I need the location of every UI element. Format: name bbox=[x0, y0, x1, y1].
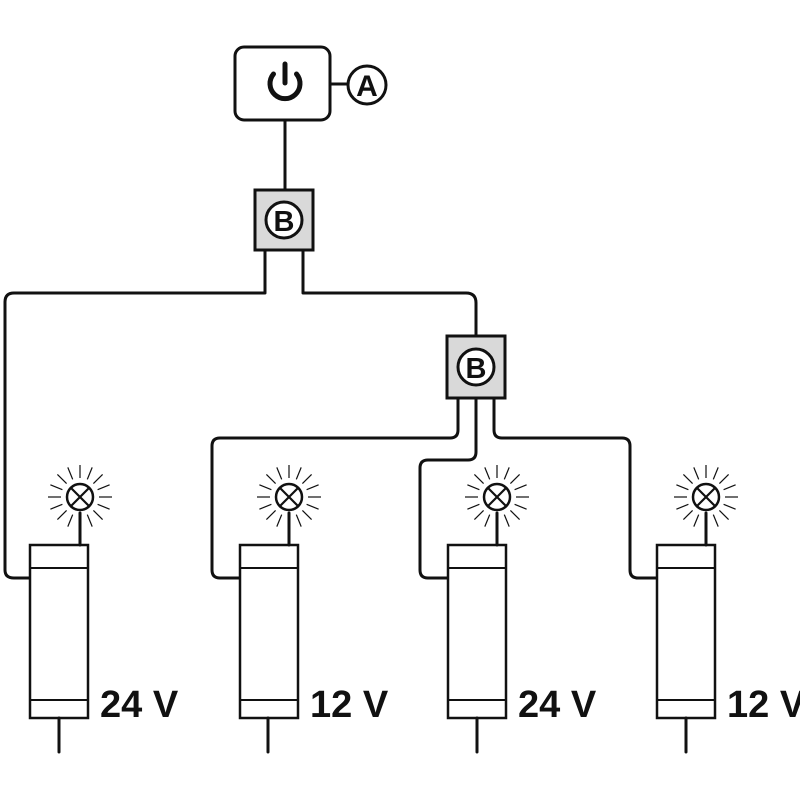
splitter-2: B bbox=[445, 334, 507, 400]
splitter-1-circle bbox=[264, 200, 304, 240]
wire-splitter-2-to-driver-3 bbox=[418, 396, 478, 580]
wire-splitter-2-to-driver-2 bbox=[210, 396, 460, 580]
lamp-icon bbox=[674, 465, 738, 529]
callout-a-label: A bbox=[356, 70, 378, 103]
callout-a-circle bbox=[346, 64, 388, 106]
driver-1-body bbox=[28, 543, 90, 720]
lamp-icon bbox=[257, 465, 321, 529]
switch-box bbox=[233, 45, 332, 122]
driver-4: 12 V bbox=[655, 465, 800, 754]
splitter-1-label: B bbox=[274, 206, 295, 238]
driver-1-voltage: 24 V bbox=[100, 684, 179, 726]
wires bbox=[3, 118, 659, 580]
splitter-2-circle bbox=[456, 347, 496, 387]
wire-splitter-1-to-driver-1 bbox=[3, 248, 267, 580]
wire-splitter-1-to-splitter-2 bbox=[301, 248, 478, 338]
power-icon bbox=[267, 61, 303, 102]
driver-2-body bbox=[238, 543, 300, 720]
switch-unit: A bbox=[233, 45, 388, 122]
driver-1: 24 V bbox=[28, 465, 179, 754]
driver-3: 24 V bbox=[446, 465, 597, 754]
wire-splitter-2-to-driver-4 bbox=[492, 396, 659, 580]
driver-4-body bbox=[655, 543, 717, 720]
driver-4-voltage: 12 V bbox=[727, 684, 800, 726]
lamp-icon bbox=[48, 465, 112, 529]
driver-3-voltage: 24 V bbox=[518, 684, 597, 726]
splitter-2-label: B bbox=[466, 353, 487, 385]
driver-3-body bbox=[446, 543, 508, 720]
lamp-icon bbox=[465, 465, 529, 529]
driver-2-voltage: 12 V bbox=[310, 684, 389, 726]
driver-2: 12 V bbox=[238, 465, 389, 754]
splitter-1: B bbox=[253, 188, 315, 252]
